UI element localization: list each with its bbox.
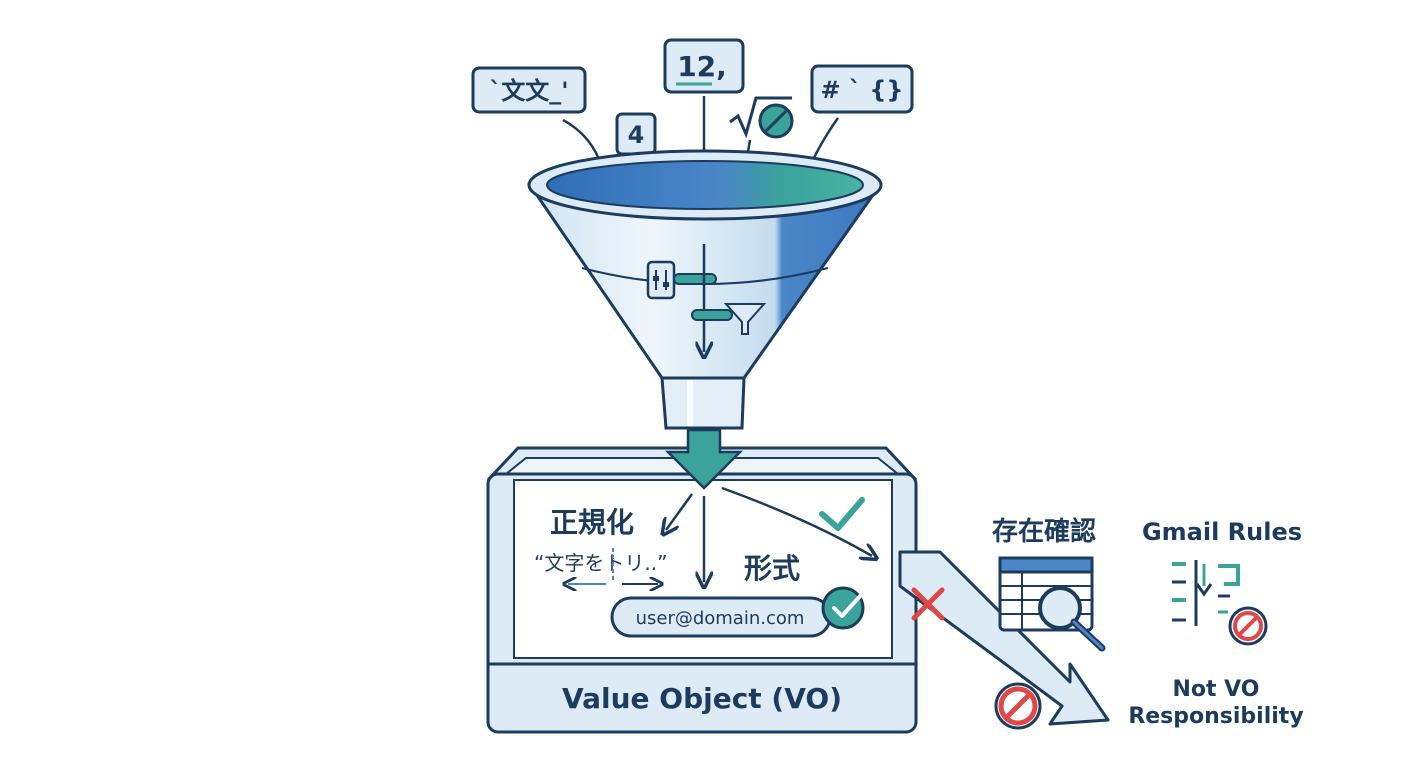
input-tag-text-label: `文文_' bbox=[489, 77, 568, 105]
email-valid-check-icon bbox=[821, 586, 865, 630]
funnel-output-arrow bbox=[664, 428, 744, 490]
trim-example: “文字をトリ..” bbox=[534, 551, 667, 575]
vo-title: Value Object (VO) bbox=[562, 682, 842, 715]
email-value: user@domain.com bbox=[636, 608, 805, 629]
trim-indicator bbox=[568, 548, 658, 584]
existence-check-label: 存在確認 bbox=[992, 516, 1096, 547]
funnel bbox=[527, 149, 883, 430]
input-tag-symbols-label: # ` {} bbox=[821, 76, 904, 104]
format-check-icon bbox=[819, 497, 865, 531]
mini-funnel-icon bbox=[691, 303, 767, 335]
input-tag-number-label: 4 bbox=[628, 121, 645, 149]
gmail-rules-icon bbox=[1172, 560, 1268, 646]
database-search-icon bbox=[998, 556, 1106, 652]
input-tag-mixed: 12, bbox=[663, 38, 745, 94]
input-tag-text: `文文_' bbox=[471, 66, 587, 114]
sqrt-blocked-icon bbox=[729, 96, 794, 139]
format-label: 形式 bbox=[744, 552, 800, 585]
normalize-label: 正規化 bbox=[550, 506, 634, 539]
prohibited-icon bbox=[994, 682, 1042, 730]
vo-branch-arrows bbox=[666, 486, 872, 582]
not-vo-line1: Not VO bbox=[1172, 677, 1259, 702]
gmail-rules-label: Gmail Rules bbox=[1142, 518, 1302, 546]
not-vo-line2: Responsibility bbox=[1128, 704, 1303, 729]
input-tag-mixed-label: 12, bbox=[677, 50, 727, 83]
input-tag-number: 4 bbox=[615, 112, 657, 156]
filter-slider-icon bbox=[646, 260, 717, 300]
out-of-scope-arrow bbox=[898, 550, 1110, 726]
input-tag-symbols: # ` {} bbox=[810, 64, 914, 114]
reject-x-icon bbox=[911, 587, 945, 621]
email-field: user@domain.com bbox=[610, 596, 832, 638]
